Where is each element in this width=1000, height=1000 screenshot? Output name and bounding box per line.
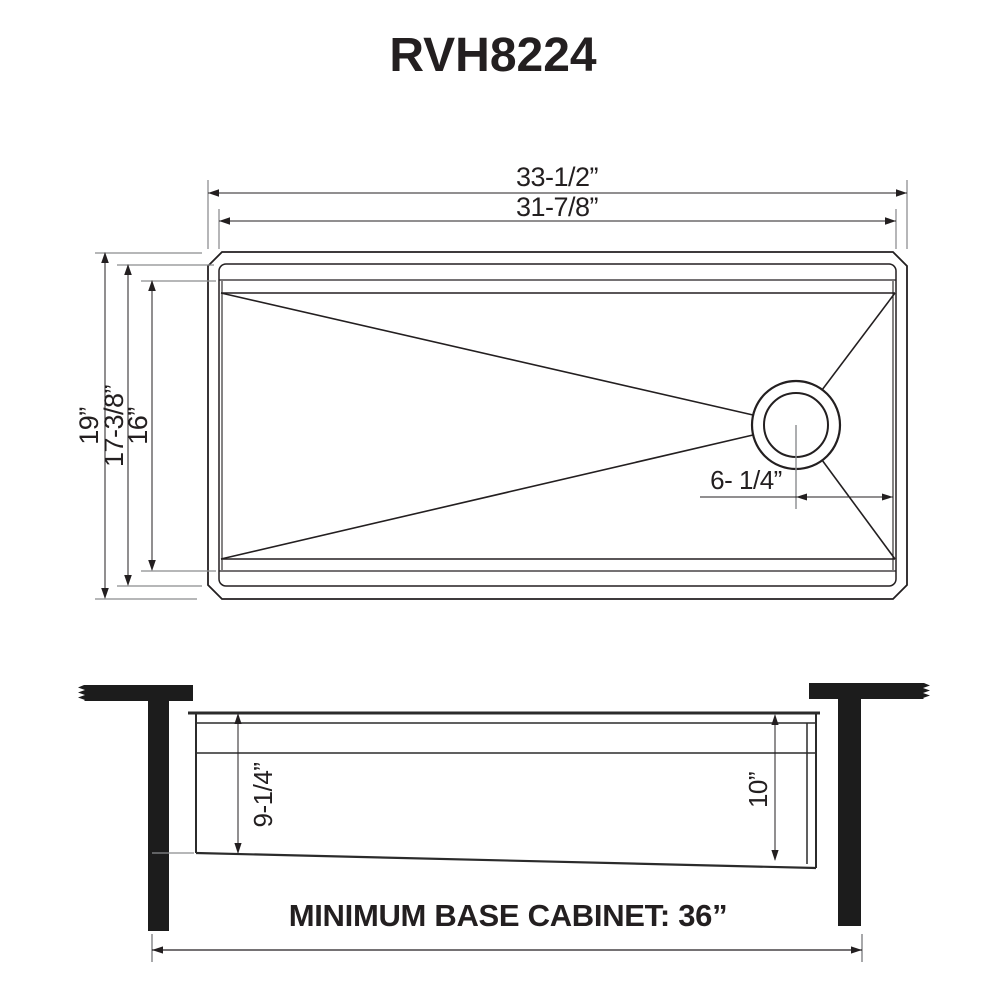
cabinet-wall-right [838, 699, 861, 926]
dim-label-outer-height: 19” [74, 407, 104, 445]
arrow-right-icon [851, 946, 862, 954]
basin-crease-top-left [220, 292, 754, 416]
dim-label-inner-width: 31-7/8” [516, 192, 598, 222]
arrow-down-icon [148, 560, 156, 571]
cabinet-wall-left [148, 701, 169, 931]
arrow-down-icon [234, 843, 242, 854]
arrow-right-icon [882, 493, 893, 501]
sink-inner-rim [218, 263, 897, 587]
arrow-up-icon [148, 280, 156, 291]
dim-label-mid-height: 17-3/8” [99, 385, 129, 467]
countertop-right [809, 683, 930, 699]
arrow-down-icon [124, 575, 132, 586]
arrow-up-icon [771, 714, 779, 725]
arrow-down-icon [101, 588, 109, 599]
extension-lines-inner-width [218, 209, 897, 249]
top-view [207, 251, 908, 600]
basin-crease-bottom-left [220, 434, 754, 560]
arrow-down-icon [771, 850, 779, 861]
arrow-left-icon [152, 946, 163, 954]
dim-label-depth-right: 10” [743, 772, 773, 808]
dim-label-inner-height: 16” [123, 407, 153, 445]
dim-label-depth-left: 9-1/4” [248, 763, 278, 828]
countertop-left [78, 685, 193, 701]
dim-label-drain-offset: 6- 1/4” [710, 465, 782, 495]
extension-lines-inner-height [141, 280, 216, 572]
sink-outer-rim [207, 251, 908, 600]
extension-lines-outer-width [207, 180, 908, 249]
side-view-dimensions: 9-1/4” 10” MINIMUM BASE CABINET: 36” [151, 713, 863, 962]
basin-crease-top-right [821, 292, 896, 391]
arrow-right-icon [885, 217, 896, 225]
basin-crease-bottom-right [821, 459, 896, 560]
arrow-left-icon [796, 493, 807, 501]
arrow-up-icon [124, 264, 132, 275]
model-number-title: RVH8224 [389, 29, 597, 82]
arrow-right-icon [896, 189, 907, 197]
arrow-left-icon [219, 217, 230, 225]
arrow-left-icon [208, 189, 219, 197]
side-view [78, 683, 930, 931]
arrow-up-icon [101, 252, 109, 263]
top-view-dimensions: 33-1/2” 31-7/8” 19” 17-3/8” 16” 6- 1/4” [74, 162, 908, 600]
cabinet-note-label: MINIMUM BASE CABINET: 36” [289, 898, 728, 933]
dim-label-outer-width: 33-1/2” [516, 162, 598, 192]
arrow-up-icon [234, 713, 242, 724]
extension-lines-outer-height [95, 252, 202, 600]
sink-sloped-bottom [195, 851, 817, 870]
extension-lines-mid-height [117, 264, 214, 587]
extension-lines-cabinet-width [151, 934, 863, 962]
